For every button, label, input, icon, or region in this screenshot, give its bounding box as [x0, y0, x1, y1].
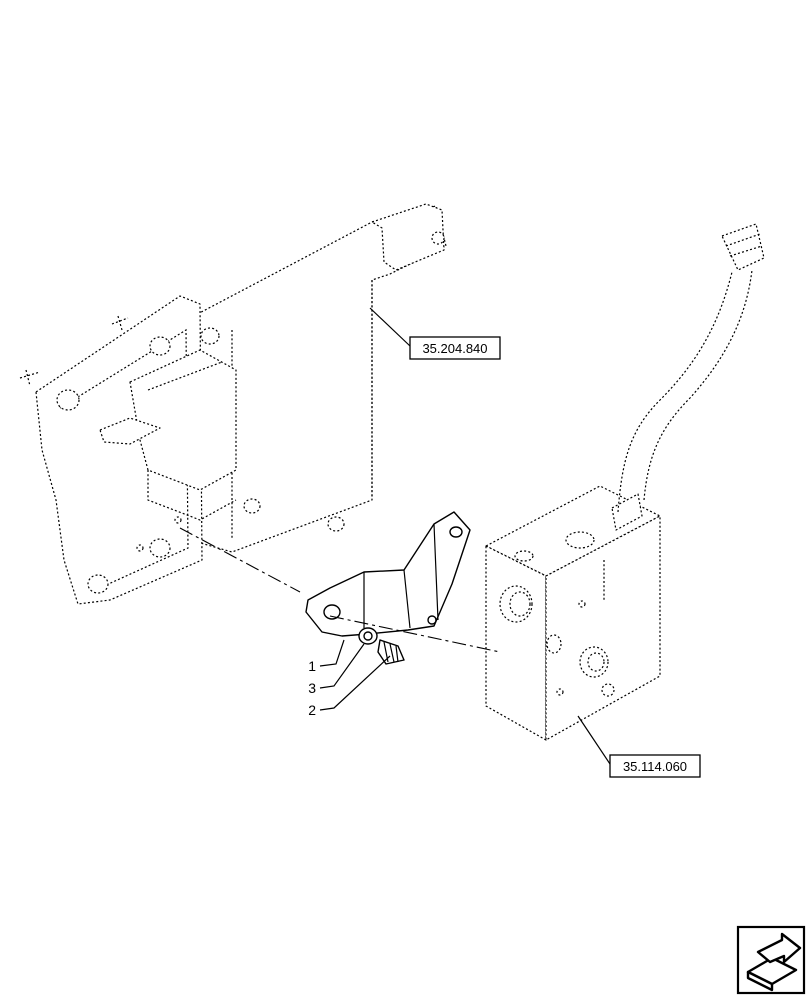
bracket-reference-callout[interactable]: 35.204.840 [409, 336, 501, 360]
valve-reference-callout[interactable]: 35.114.060 [609, 754, 701, 778]
washer [358, 627, 378, 645]
valve-block [485, 223, 765, 741]
leader-item-1 [319, 639, 345, 667]
leader-item-3 [319, 643, 365, 689]
leader-valve-ref [577, 715, 611, 765]
item-number-3: 3 [308, 680, 316, 696]
next-page-arrow-icon[interactable] [736, 925, 806, 995]
valve-reference-label: 35.114.060 [623, 759, 687, 774]
leader-item-2 [319, 655, 391, 711]
item-number-2: 2 [308, 702, 316, 718]
assembly-centerline [179, 527, 501, 653]
bracket-reference-label: 35.204.840 [422, 341, 487, 356]
mounting-frame [19, 203, 447, 605]
mounting-bracket [305, 511, 471, 637]
bolt [377, 639, 405, 665]
leader-bracket-ref [369, 307, 411, 347]
item-number-1: 1 [308, 658, 316, 674]
